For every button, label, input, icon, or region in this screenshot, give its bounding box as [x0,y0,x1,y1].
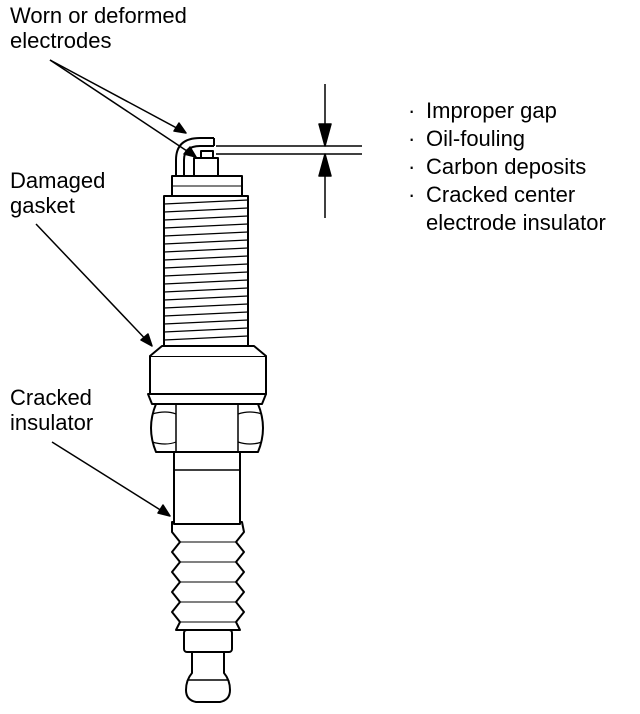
cracked-insulator-label-line2: insulator [10,410,94,435]
insulator-neck [173,451,241,525]
list-item: · Improper gap [408,97,606,125]
list-item-text: Cracked center [426,182,576,207]
threaded-shell [163,195,249,347]
bullet-icon: · [408,126,416,151]
list-item: · Oil-fouling [408,125,606,153]
gap-conditions-list: · Improper gap · Oil-fouling · Carbon depos… [408,97,606,237]
electrodes-leaders [49,59,197,158]
cracked-insulator-label: Cracked insulator [10,385,93,435]
bullet-icon: · [408,182,416,207]
gap-dimension [216,84,362,218]
list-item: · Carbon deposits [408,153,606,181]
terminal-nut [183,629,233,703]
list-item-text: Carbon deposits [426,154,587,179]
list-item-text: electrode insulator [426,210,606,235]
bullet-icon: · [408,98,416,123]
cracked-insulator-label-line1: Cracked [10,385,92,410]
ribbed-insulator [171,521,245,631]
electrodes [175,137,219,177]
damaged-gasket-label: Damaged gasket [10,168,105,218]
shell-collar [171,175,243,197]
list-item-text: Improper gap [426,98,557,123]
damaged-gasket-label-line2: gasket [10,193,75,218]
list-item: · Cracked center [408,181,606,209]
worn-electrodes-label: Worn or deformed electrodes [10,3,187,53]
hex-nut [147,393,267,453]
list-item-text: Oil-fouling [426,126,526,151]
bullet-icon: · [408,154,416,179]
list-item-continuation: electrode insulator [408,209,606,237]
gasket-leader [35,223,153,347]
worn-electrodes-label-line1: Worn or deformed [10,3,187,28]
insulator-leader [51,441,171,517]
gasket [149,345,267,395]
worn-electrodes-label-line2: electrodes [10,28,112,53]
damaged-gasket-label-line1: Damaged [10,168,106,193]
